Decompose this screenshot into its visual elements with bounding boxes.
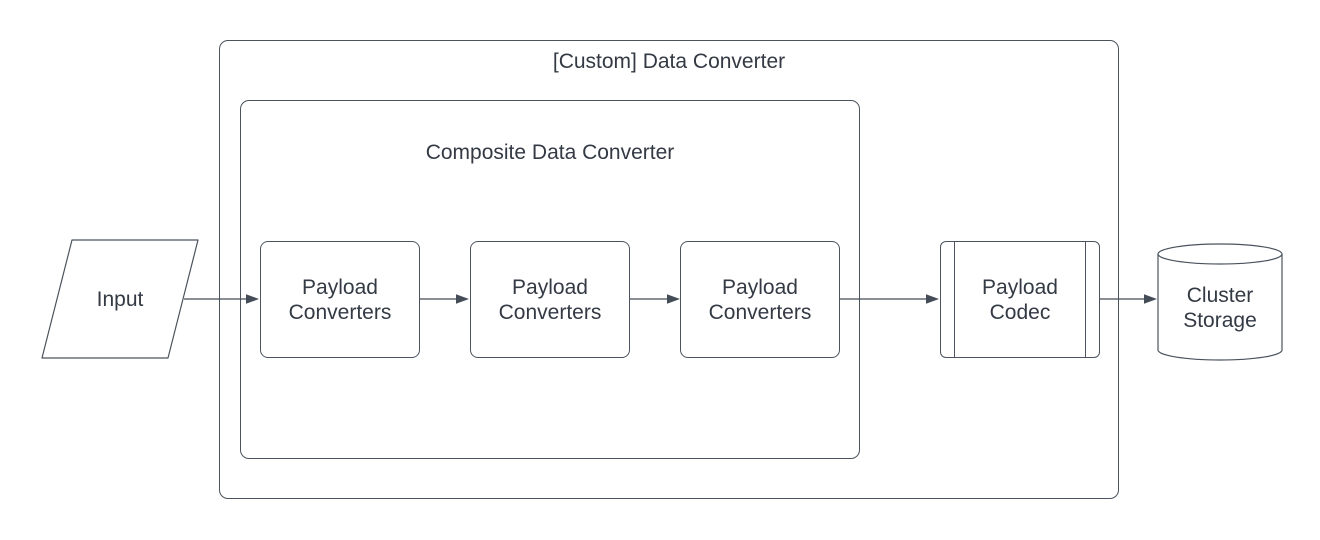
group-custom-data-converter-label: [Custom] Data Converter (552, 50, 786, 73)
node-cluster-storage-label: Cluster Storage (1183, 284, 1257, 332)
node-payload-converters-3-label: Payload Converters (708, 275, 812, 324)
group-custom-data-converter (219, 40, 1119, 499)
group-composite-data-converter (240, 100, 860, 459)
node-payload-codec: Payload Codec (940, 241, 1100, 358)
group-composite-data-converter-label: Composite Data Converter (425, 141, 675, 164)
predefined-process-left-bar (954, 242, 955, 357)
node-payload-converters-3: Payload Converters (680, 241, 840, 358)
node-payload-codec-label: Payload Codec (982, 275, 1058, 324)
node-payload-converters-2: Payload Converters (470, 241, 630, 358)
node-payload-converters-1: Payload Converters (260, 241, 420, 358)
node-input-label: Input (96, 288, 144, 311)
cluster-storage-cylinder-rim (1157, 253, 1283, 265)
predefined-process-right-bar (1085, 242, 1086, 357)
node-payload-converters-2-label: Payload Converters (498, 275, 602, 324)
node-payload-converters-1-label: Payload Converters (288, 275, 392, 324)
